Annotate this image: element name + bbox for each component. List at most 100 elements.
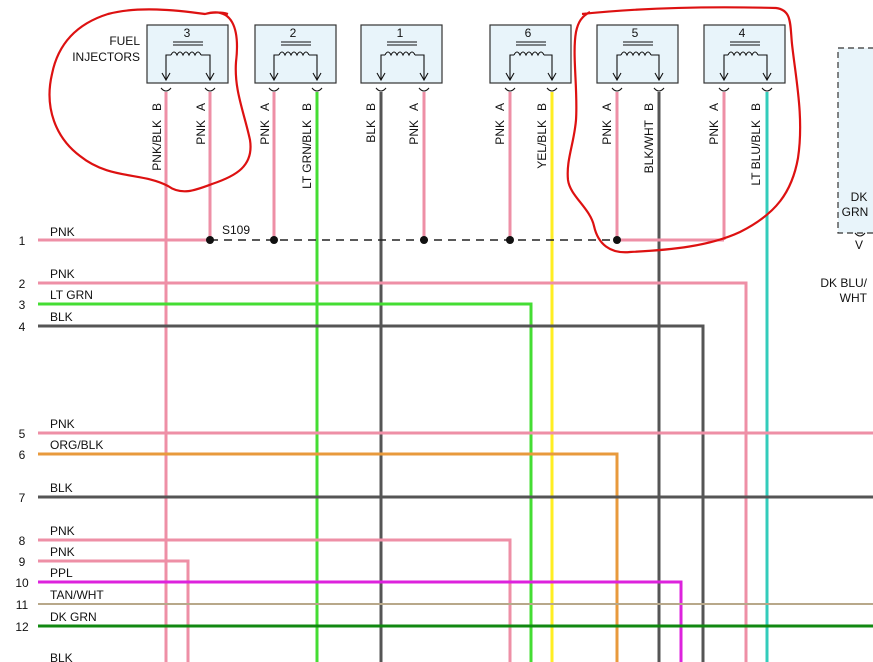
splice-node — [270, 236, 278, 244]
component-label: GRN — [842, 205, 869, 219]
annotation-circle-left — [48, 8, 252, 193]
row-number: 4 — [19, 320, 26, 334]
injector-2[interactable]: 2 — [254, 24, 337, 84]
row-number: 5 — [19, 427, 26, 441]
wire-color-label: LT BLU/BLK — [749, 120, 763, 186]
wire-color-label: PNK — [600, 120, 614, 145]
pin-label: B — [535, 103, 549, 111]
group-label: FUEL — [109, 34, 140, 48]
coil-icon — [161, 41, 215, 82]
wire-row-8 — [38, 538, 512, 662]
wire-labels: PNK/BLK PNK PNK LT GRN/BLK BLK PNK PNK Y… — [150, 119, 763, 189]
row-wire-label: BLK — [50, 481, 73, 495]
coil-icon — [376, 41, 429, 82]
pin-label: A — [600, 103, 614, 111]
row-number: 2 — [19, 277, 26, 291]
splice-node — [420, 236, 428, 244]
row-wire-label: PNK — [50, 267, 75, 281]
row-wire-label: DK GRN — [50, 610, 97, 624]
injector-number: 6 — [525, 26, 532, 40]
row-wire-label: BLK — [50, 310, 73, 324]
injector-4[interactable]: 4 — [703, 24, 786, 84]
row-wire-label: BLK — [50, 651, 73, 662]
wire-color-label: PNK — [707, 120, 721, 145]
wire-color-label: PNK — [258, 120, 272, 145]
row-number: 8 — [19, 534, 26, 548]
coil-icon — [269, 41, 322, 82]
splice-node — [506, 236, 514, 244]
row-wire-label: PNK — [50, 417, 75, 431]
row-wire-label: PNK — [50, 225, 75, 239]
injector-3[interactable]: 3 — [146, 24, 229, 84]
injector-1[interactable]: 1 — [360, 24, 443, 84]
coil-icon — [719, 41, 772, 82]
row-wire-label: TAN/WHT — [50, 588, 104, 602]
row-number: 12 — [15, 620, 29, 634]
annotation-circle-right — [566, 6, 802, 254]
injector-boxes: 3 2 1 — [146, 24, 786, 84]
horizontal-wires — [38, 238, 873, 662]
wire-row-2 — [38, 281, 748, 662]
wire-color-label: YEL/BLK — [535, 120, 549, 169]
pin-label: B — [150, 103, 164, 111]
row-wire-label: LT GRN — [50, 288, 93, 302]
splice-dots — [206, 236, 621, 244]
wire-color-label: PNK — [493, 120, 507, 145]
injector-number: 5 — [632, 26, 639, 40]
wire-color-label: BLK — [364, 120, 378, 143]
row-wire-label: PNK — [50, 545, 75, 559]
pin-label: B — [364, 103, 378, 111]
pin-label: B — [749, 103, 763, 111]
splice-label: S109 — [222, 223, 250, 237]
injector-number: 2 — [290, 26, 297, 40]
row-number: 9 — [19, 555, 26, 569]
coil-icon — [505, 41, 557, 82]
component-pin-label: V — [855, 238, 863, 252]
wire-row-3 — [38, 302, 533, 662]
wire-row-4 — [38, 324, 705, 662]
wire-color-label: PNK/BLK — [150, 120, 164, 171]
wire-row-9 — [38, 559, 190, 662]
right-component: DK GRN V DK BLU/ WHT — [820, 47, 873, 305]
group-label: INJECTORS — [72, 50, 140, 64]
annotation-circles — [48, 6, 802, 254]
row-number: 6 — [19, 448, 26, 462]
pin-label: A — [258, 103, 272, 111]
pin-label: B — [300, 103, 314, 111]
wire-color-label: PNK — [407, 120, 421, 145]
injector-5[interactable]: 5 — [596, 24, 679, 84]
wire-color-label: PNK — [194, 120, 208, 145]
injector-number: 4 — [739, 26, 746, 40]
coil-icon — [612, 41, 664, 82]
wire-color-label: BLK/WHT — [642, 119, 656, 173]
wire-color-label: LT GRN/BLK — [300, 120, 314, 189]
pin-letters: B A A B B A A B A B A B — [150, 103, 763, 111]
row-wire-label: PNK — [50, 524, 75, 538]
injector-6[interactable]: 6 — [489, 24, 572, 84]
row-labels: 1 PNK 2 PNK 3 LT GRN 4 BLK 5 PNK 6 ORG/B… — [15, 225, 104, 662]
splice-node — [206, 236, 214, 244]
pin-label: B — [642, 103, 656, 111]
row-number: 1 — [19, 234, 26, 248]
splice-node — [613, 236, 621, 244]
component-wire-label: WHT — [840, 291, 868, 305]
pin-label: A — [707, 103, 721, 111]
injector-number: 3 — [184, 26, 191, 40]
pin-label: A — [194, 103, 208, 111]
row-number: 7 — [19, 491, 26, 505]
wire-row-10 — [38, 580, 683, 662]
component-label: DK — [851, 190, 868, 204]
row-number: 3 — [19, 298, 26, 312]
connector-pins — [160, 87, 773, 92]
pin-label: A — [493, 103, 507, 111]
component-wire-label: DK BLU/ — [820, 276, 867, 290]
row-number: 10 — [15, 576, 29, 590]
row-wire-label: PPL — [50, 566, 73, 580]
row-wire-label: ORG/BLK — [50, 438, 103, 452]
injector-number: 1 — [397, 26, 404, 40]
wire-row-6 — [38, 452, 619, 662]
row-number: 11 — [16, 598, 29, 612]
vertical-wires — [164, 92, 769, 662]
pin-label: A — [407, 103, 421, 111]
